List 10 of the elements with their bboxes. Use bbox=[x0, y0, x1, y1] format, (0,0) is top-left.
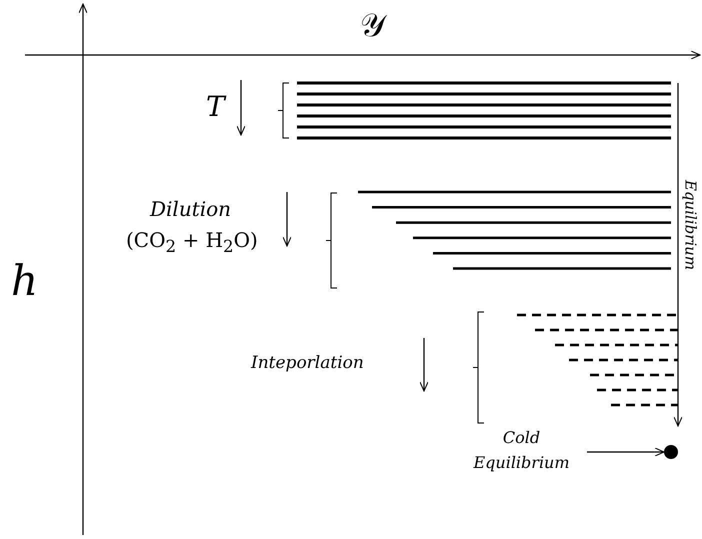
annotation-label: Dilution bbox=[150, 198, 232, 220]
axis-label: Equilibrium bbox=[682, 180, 698, 270]
point-marker bbox=[664, 445, 678, 459]
annotation-label: (CO$_{2}$ + H$_{2}$O) bbox=[126, 229, 258, 256]
arrow bbox=[587, 448, 664, 456]
text-label: Cold Equilibrium bbox=[458, 425, 585, 475]
annotation-label: T bbox=[206, 92, 225, 123]
annotation-label: Inteporlation bbox=[251, 354, 364, 373]
axis-label: 𝒴 bbox=[360, 8, 385, 44]
axis-label: h bbox=[11, 258, 38, 304]
